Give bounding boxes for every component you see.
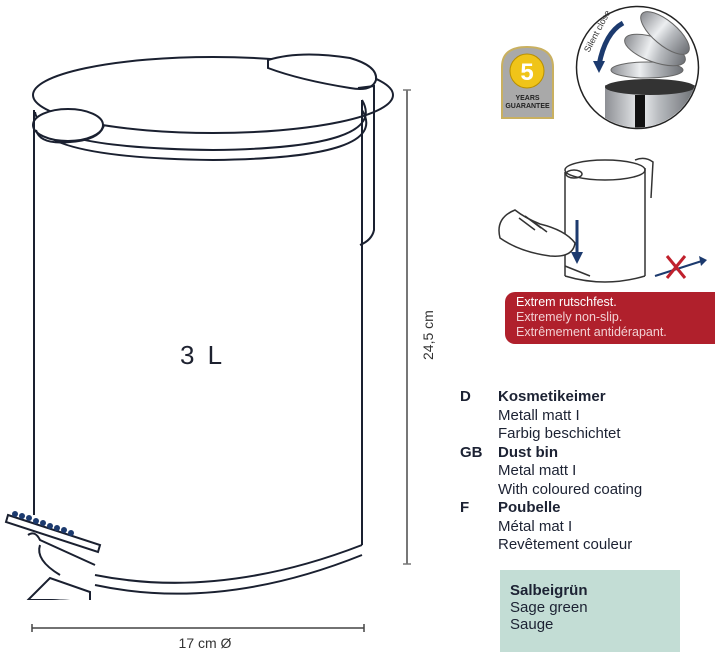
non-slip-dots-icon	[12, 511, 74, 536]
color-name-de: Salbeigrün	[510, 582, 588, 599]
guarantee-shield-icon: 5	[501, 45, 554, 119]
description-f: F Poubelle Métal mat I Revêtement couleu…	[460, 499, 720, 555]
description-gb: GB Dust bin Metal matt I With coloured c…	[460, 444, 720, 500]
guarantee-years: YEARS	[515, 95, 540, 102]
product-name: Kosmetikeimer	[498, 388, 606, 405]
width-dimension-label: 17 cm Ø	[178, 635, 232, 651]
description-de: D Kosmetikeimer Metall matt I Farbig bes…	[460, 388, 720, 444]
svg-text:5: 5	[520, 59, 533, 86]
color-swatch: Salbeigrün Sage green Sauge	[500, 570, 680, 652]
non-slip-banner: Extrem rutschfest. Extremely non-slip. E…	[505, 292, 715, 344]
language-code: D	[460, 388, 471, 405]
material: Métal mat I	[498, 517, 573, 535]
width-dimension-line	[31, 624, 365, 632]
material: Metall matt I	[498, 406, 580, 424]
height-dimension-line	[403, 89, 411, 565]
guarantee-text: GUARANTEE	[505, 103, 550, 110]
height-dimension-label: 24,5 cm	[420, 310, 436, 360]
finish: Revêtement couleur	[498, 536, 633, 553]
silent-close-illustration: Silent close	[575, 5, 700, 130]
volume-label: 3 L	[180, 340, 226, 370]
finish: With coloured coating	[498, 480, 643, 498]
material: Metal matt I	[498, 462, 577, 479]
non-slip-illustration	[498, 157, 707, 283]
product-name: Dust bin	[498, 443, 558, 461]
non-slip-text-de: Extrem rutschfest.	[516, 295, 617, 309]
non-slip-text-fr: Extrêmement antidérapant.	[516, 325, 667, 339]
product-name: Poubelle	[498, 499, 561, 516]
product-descriptions: D Kosmetikeimer Metall matt I Farbig bes…	[460, 388, 720, 555]
color-name-fr: Sauge	[510, 616, 554, 633]
forbidden-x-icon	[665, 255, 687, 279]
guarantee-badge: 5 YEARS GUARANTEE	[500, 45, 555, 120]
silent-close-icon: Silent close	[575, 5, 700, 130]
bin-drawing	[4, 53, 394, 600]
color-name-en: Sage green	[510, 599, 588, 616]
language-code: F	[460, 499, 470, 516]
language-code: GB	[460, 443, 483, 461]
finish: Farbig beschichtet	[498, 425, 621, 442]
non-slip-text-en: Extremely non-slip.	[516, 310, 623, 324]
